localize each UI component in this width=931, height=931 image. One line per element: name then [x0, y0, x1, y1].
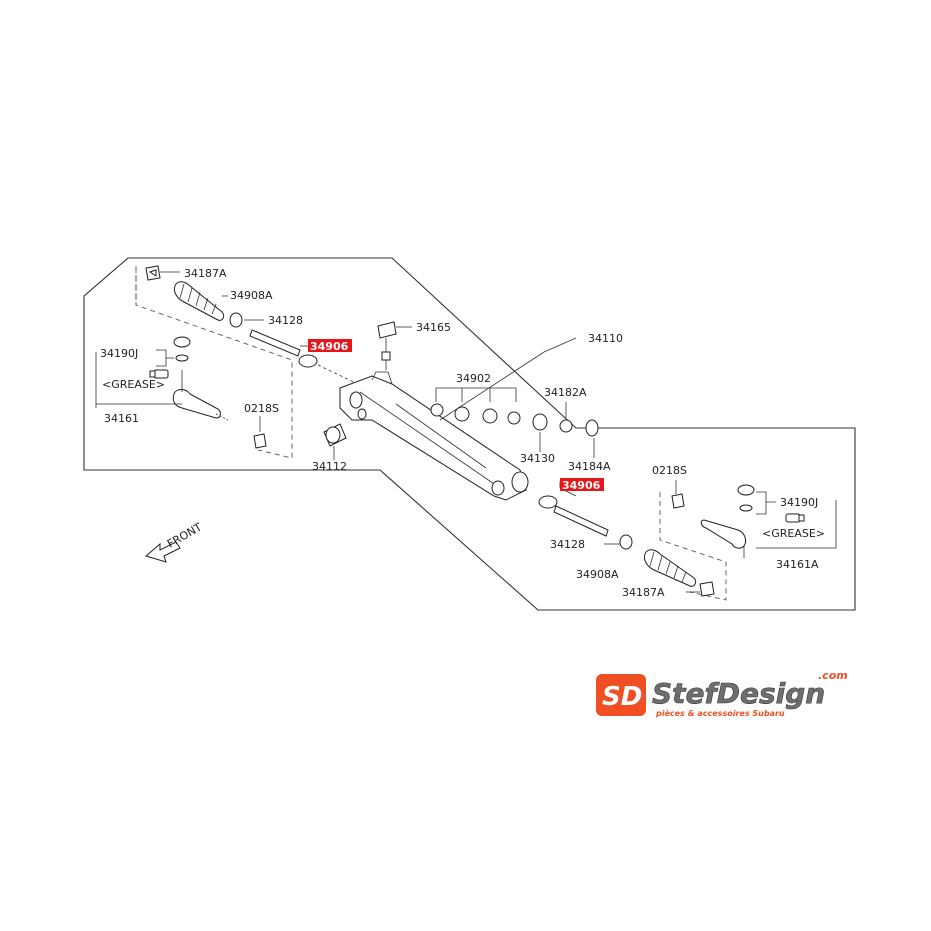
label-grease-right: <GREASE>: [762, 527, 825, 540]
label-34184A: 34184A: [568, 460, 611, 473]
label-34190J-left: 34190J: [100, 347, 138, 360]
highlight-34906-top: [308, 339, 352, 352]
label-0218S-right: 0218S: [652, 464, 687, 477]
label-grease-left: <GREASE>: [102, 378, 165, 391]
boot-34908A-bottom: [643, 549, 697, 587]
part-34184A: [585, 419, 599, 458]
tie-rod-end-34161: [172, 336, 229, 421]
label-34187A-bottom: 34187A: [622, 586, 665, 599]
part-34182A: [559, 402, 573, 433]
part-34130: [532, 413, 548, 452]
grease-tube-right: [785, 513, 805, 523]
label-34161: 34161: [104, 412, 139, 425]
logo-monogram-box: [596, 674, 646, 716]
outer-frame: [83, 257, 856, 611]
label-34908A-top: 34908A: [230, 289, 273, 302]
right-dashed-frame: [659, 492, 727, 601]
label-34128-bottom: 34128: [550, 538, 585, 551]
boot-34908A-top: [173, 281, 228, 321]
highlight-34906-bottom: [560, 478, 604, 491]
tie-rod-end-34161A: [700, 484, 755, 558]
label-34130: 34130: [520, 452, 555, 465]
label-34128-top: 34128: [268, 314, 303, 327]
bushing-34112: [323, 423, 347, 460]
stefdesign-logo: SD StefDesign .com pièces & accessoires …: [596, 669, 848, 718]
label-34165: 34165: [416, 321, 451, 334]
grease-tube-left: [149, 369, 169, 379]
bracket-34190J-right: [756, 491, 776, 515]
label-0218S-left: 0218S: [244, 402, 279, 415]
label-34906-bottom: 34906: [562, 479, 601, 492]
label-34906-top: 34906: [310, 340, 349, 353]
label-34902: 34902: [456, 372, 491, 385]
clip-34128-bottom: [604, 534, 633, 550]
front-arrow: [144, 541, 181, 563]
logo-tagline: pièces & accessoires Subaru: [655, 708, 785, 718]
nut-0218S-left: [253, 416, 267, 449]
clamp-34187A-top: [145, 265, 180, 281]
parts-34902: [430, 387, 521, 425]
clamp-34187A-bottom: [686, 581, 715, 597]
label-front: FRONT: [165, 520, 204, 550]
label-34112: 34112: [312, 460, 347, 473]
bracket-34190J-left: [156, 349, 174, 367]
nut-0218S-right: [671, 480, 685, 509]
clip-34128-top: [229, 312, 264, 328]
label-34182A: 34182A: [544, 386, 587, 399]
rack-housing-34110: [339, 337, 577, 501]
logo-name: StefDesign: [652, 677, 825, 710]
logo-domain: .com: [818, 669, 848, 682]
label-34187A-top: 34187A: [184, 267, 227, 280]
cap-34165: [377, 321, 412, 370]
logo-monogram: SD: [602, 682, 642, 712]
tie-rod-34906-top: [249, 329, 361, 386]
label-34110: 34110: [588, 332, 623, 345]
label-34190J-right: 34190J: [780, 496, 818, 509]
bracket-34161A: [756, 500, 837, 549]
label-34161A: 34161A: [776, 558, 819, 571]
label-34908A-bottom: 34908A: [576, 568, 619, 581]
tie-rod-34906-bottom: [538, 481, 609, 537]
